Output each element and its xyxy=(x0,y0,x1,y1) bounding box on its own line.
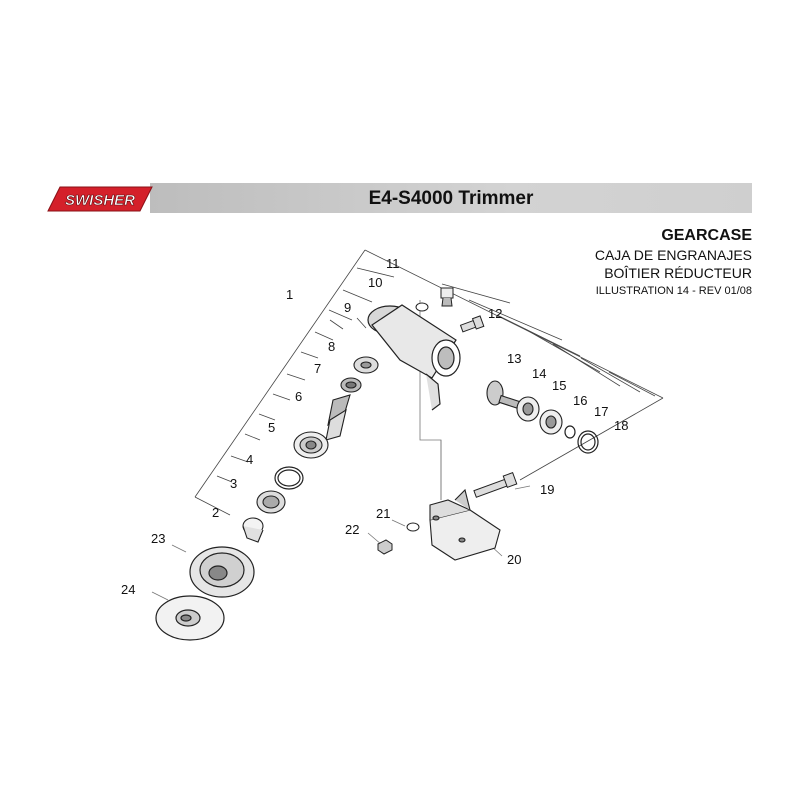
swisher-logo: SWISHER xyxy=(47,186,153,212)
illustration-number: ILLUSTRATION 14 - REV 01/08 xyxy=(595,285,752,297)
bearing-part-3 xyxy=(256,490,286,514)
part-label-4: 4 xyxy=(246,452,253,467)
leader-lines xyxy=(194,249,664,516)
part-label-10: 10 xyxy=(368,275,382,290)
part-label-16: 16 xyxy=(573,393,587,408)
logo-text: SWISHER xyxy=(65,192,135,209)
part-label-1: 1 xyxy=(286,287,293,302)
part-label-19: 19 xyxy=(540,482,554,497)
part-label-7: 7 xyxy=(314,361,321,376)
screw-part-12 xyxy=(459,315,485,333)
part-label-18: 18 xyxy=(614,418,628,433)
nut-part-22 xyxy=(377,539,393,555)
part-label-2: 2 xyxy=(212,505,219,520)
part-label-22: 22 xyxy=(345,522,359,537)
title-banner: E4-S4000 Trimmer xyxy=(150,183,752,213)
gearcase-housing xyxy=(367,304,461,411)
bearing-part-14 xyxy=(516,396,540,422)
part-label-21: 21 xyxy=(376,506,390,521)
part-label-12: 12 xyxy=(488,306,502,321)
washer-part-10 xyxy=(415,302,429,312)
part-label-6: 6 xyxy=(295,389,302,404)
banner-title: E4-S4000 Trimmer xyxy=(368,188,534,209)
part-label-14: 14 xyxy=(532,366,546,381)
part-label-17: 17 xyxy=(594,404,608,419)
part-label-5: 5 xyxy=(268,420,275,435)
bracket-part-20 xyxy=(429,488,501,561)
gear-part-7 xyxy=(340,377,362,393)
part-label-3: 3 xyxy=(230,476,237,491)
spacer-part-2 xyxy=(242,517,264,543)
part-label-9: 9 xyxy=(344,300,351,315)
part-label-15: 15 xyxy=(552,378,566,393)
section-subtitle-spanish: CAJA DE ENGRANAJES xyxy=(594,247,752,263)
section-title: GEARCASE xyxy=(661,227,752,244)
shaft-part-6 xyxy=(325,394,351,441)
part-label-13: 13 xyxy=(507,351,521,366)
ring-part-16 xyxy=(564,425,576,439)
bearing-part-15 xyxy=(539,409,563,435)
part-labels: 1 2 3 4 5 6 7 8 9 10 11 12 13 14 15 16 1… xyxy=(121,256,628,597)
part-label-20: 20 xyxy=(507,552,521,567)
bolt-part-11 xyxy=(440,287,454,307)
bolt-part-19 xyxy=(473,472,518,498)
part-label-23: 23 xyxy=(151,531,165,546)
part-label-8: 8 xyxy=(328,339,335,354)
washer-part-21 xyxy=(406,522,420,532)
bearing-part-5 xyxy=(293,431,329,459)
assembly-lines xyxy=(151,300,531,601)
hub-part-24 xyxy=(155,595,225,641)
hub-part-23 xyxy=(189,546,255,598)
snap-ring-part-17 xyxy=(577,430,599,454)
part-label-11: 11 xyxy=(386,256,400,271)
retaining-ring-part-4 xyxy=(274,466,304,490)
part-label-24: 24 xyxy=(121,582,135,597)
section-subtitle-french: BOÎTIER RÉDUCTEUR xyxy=(604,265,752,281)
bearing-part-8 xyxy=(353,356,379,374)
